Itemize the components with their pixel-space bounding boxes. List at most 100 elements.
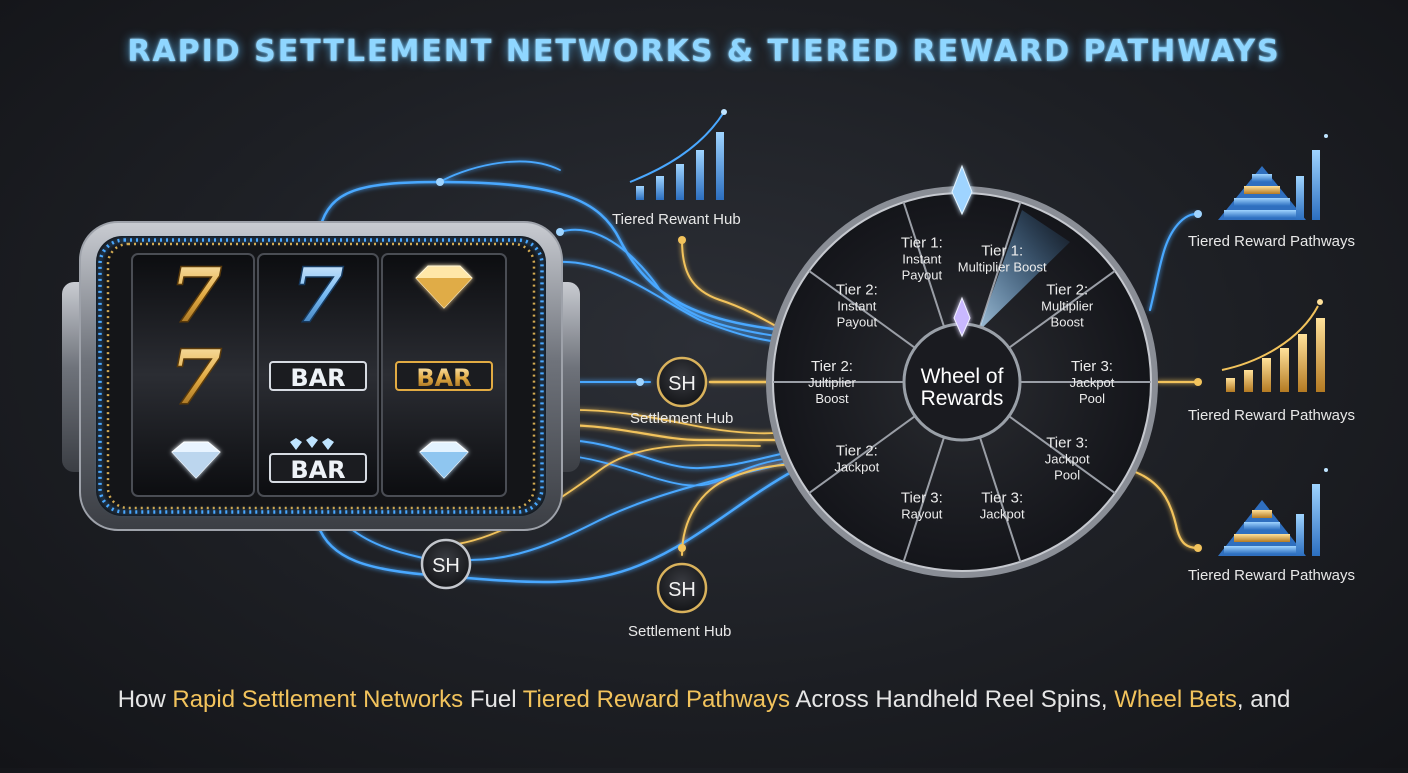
caption-part: Across Handheld Reel Spins,: [790, 686, 1115, 713]
wheel-segment-line: Tier 2:: [836, 282, 878, 299]
settlement-hub-bottom: SH: [656, 562, 708, 614]
wheel-segment-line: Jackpot: [1070, 375, 1115, 390]
wheel-segment-line: Tier 1:: [901, 234, 943, 251]
diamond-gold-icon: [415, 265, 473, 309]
wheel-center-line1: Wheel of: [921, 365, 1004, 388]
hub-top-chart: [629, 109, 727, 200]
wheel-segment-label: Tier 1:Multiplier Boost: [958, 242, 1047, 274]
connector-dot: [636, 378, 644, 386]
caption: How Rapid Settlement Networks Fuel Tiere…: [0, 686, 1408, 714]
slot-machine: 7 7 7 BAR BAR BAR: [62, 221, 580, 531]
connector-dot: [678, 544, 686, 552]
network-lines: [316, 160, 1200, 584]
hub-badge-circle: [656, 356, 708, 408]
wheel-of-rewards: Wheel of Rewards Tier 1:Multiplier Boost…: [766, 164, 1158, 578]
caption-part: , and: [1236, 686, 1291, 713]
wheel-spoke: [1008, 415, 1116, 494]
hub-top-bar: [716, 132, 724, 200]
hub-badge-text: SH: [668, 579, 696, 601]
hub-top-bar: [676, 164, 684, 200]
wheel-spoke: [978, 436, 1022, 563]
symbol-bar-gold: BAR: [416, 364, 471, 392]
wheel-segment-line: Tier 2:: [836, 442, 878, 459]
network-line-blue: [559, 229, 791, 339]
network-line-gold: [559, 408, 791, 435]
pathway-3-label: Tiered Reward Pathways: [1188, 567, 1356, 584]
wheel-segment-line: Rayout: [901, 507, 943, 522]
wheel-segment-line: Jultiplier: [808, 375, 856, 390]
connector-dot: [556, 228, 564, 236]
reel-1: [131, 253, 255, 497]
wheel-spoke: [978, 201, 1022, 328]
network-line-gold: [558, 423, 790, 442]
slot-led-strip-gold: [106, 242, 536, 510]
wheel-segment-line: Tier 2:: [811, 358, 853, 375]
connector-dot: [1194, 210, 1202, 218]
connector-dots: [436, 178, 1202, 552]
diamond-blue-icon: [419, 441, 469, 479]
wheel-segment-line: Tier 3:: [1046, 434, 1088, 451]
wheel-spoke: [902, 201, 946, 328]
wheel-pointer-center-icon: [953, 296, 971, 338]
mini-diamonds-icon: [290, 436, 334, 450]
symbol-seven-blue: 7: [292, 251, 345, 340]
caption-part: Fuel: [463, 686, 523, 713]
symbol-seven-gold: 7: [170, 333, 223, 422]
symbol-bar-diamond-plate: [269, 453, 367, 483]
hub-top-trend-dot: [721, 109, 727, 115]
caption-highlight: Wheel Bets: [1114, 686, 1237, 713]
wheel-segment-label: Tier 3:Rayout: [901, 490, 943, 522]
network-line-blue: [559, 260, 793, 345]
network-line-blue: [316, 468, 797, 584]
wheel-segment-line: Jackpot: [1045, 451, 1090, 466]
wheel-center-line2: Rewards: [921, 387, 1004, 410]
hub-badge-text: SH: [432, 555, 460, 577]
network-line-gold: [1128, 468, 1200, 550]
wheel-spokes: [773, 201, 1151, 563]
settlement-hub-lower-left: SH: [420, 538, 472, 590]
symbol-seven-gold: 7: [170, 251, 223, 340]
connector-dot: [678, 236, 686, 244]
wheel-segment-line: Pool: [1054, 467, 1080, 482]
network-line-blue: [1148, 212, 1200, 312]
wheel-segment-label: Tier 2:Jackpot: [834, 442, 879, 474]
network-line-blue: [349, 527, 431, 561]
caption-highlight: Tiered Reward Pathways: [522, 686, 790, 713]
network-line-gold: [449, 444, 761, 546]
pathway-2-bar-growth-icon: [1221, 299, 1325, 392]
hub-badge-circle: [656, 562, 708, 614]
wheel-spoke: [1008, 270, 1116, 349]
wheel-segment-line: Tier 3:: [901, 490, 943, 507]
hub-top-bar: [656, 176, 664, 200]
network-line-blue: [469, 461, 793, 561]
diamond-white-icon: [171, 441, 221, 479]
pathway-3-pyramid-chart-icon: [1218, 468, 1328, 556]
symbol-bar-diamond: BAR: [290, 456, 345, 484]
hub-top-label: Tiered Rewant Hub: [612, 211, 741, 228]
wheel-segment-line: Multiplier Boost: [958, 259, 1047, 274]
hub-bottom-label: Settlement Hub: [628, 623, 732, 640]
wheel-segment-label: Tier 3:Jackpot: [980, 490, 1025, 522]
wheel-segment-line: Tier 3:: [981, 490, 1023, 507]
settlement-hub-mid: SH: [656, 356, 708, 408]
connector-dot: [436, 178, 444, 186]
wheel-segment-line: Instant: [902, 251, 941, 266]
connector-dot: [1194, 544, 1202, 552]
wheel-segment-line: Boost: [815, 391, 849, 406]
wheel-highlight-beam: [978, 210, 1070, 332]
wheel-segment-line: Tier 2:: [1046, 282, 1088, 299]
wheel-segment-line: Tier 3:: [1071, 358, 1113, 375]
slot-led-strip-blue: [98, 238, 544, 514]
connector-dot: [1194, 378, 1202, 386]
wheel-segment-line: Instant: [837, 299, 876, 314]
symbol-bar-white-plate: [269, 361, 367, 391]
wheel-segment-line: Pool: [1079, 391, 1105, 406]
